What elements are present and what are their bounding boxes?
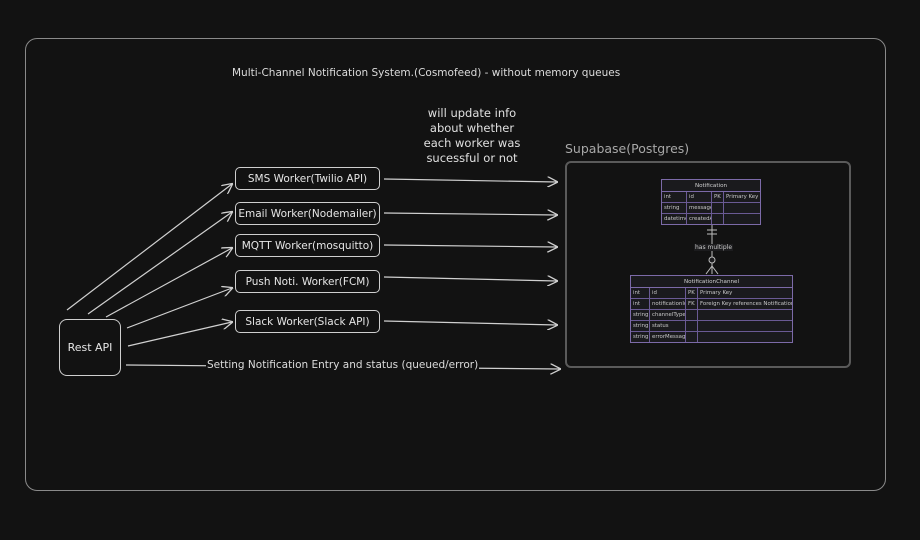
column-key	[686, 321, 698, 331]
rest-api-node: Rest API	[59, 319, 121, 376]
column-key: PK	[686, 288, 698, 298]
column-comment: Primary Key	[700, 290, 733, 296]
column-key	[712, 214, 724, 224]
column-key: PK	[712, 192, 724, 202]
edge-slack-to-db	[383, 321, 557, 325]
edge-rest-to-email	[87, 212, 232, 315]
column-type: string	[633, 321, 650, 331]
mqtt-worker-node: MQTT Worker(mosquitto)	[235, 234, 380, 257]
direct-edge-label: Setting Notification Entry and status (q…	[206, 359, 480, 371]
column-type: int	[662, 192, 687, 202]
column-key	[686, 332, 698, 342]
slack-worker-node: Slack Worker(Slack API)	[235, 310, 380, 333]
column-comment	[698, 310, 792, 320]
column-name: id	[687, 192, 712, 202]
column-comment	[724, 203, 760, 213]
column-key: FK	[686, 299, 698, 309]
column-comment: Foreign Key references Notification(id)	[700, 301, 792, 307]
edge-rest-to-mqtt	[105, 248, 232, 318]
column-comment	[724, 214, 760, 224]
column-type: int	[631, 288, 650, 298]
edge-push-to-db	[383, 277, 557, 281]
column-comment: Primary Key	[726, 194, 759, 200]
edge-rest-to-sms	[66, 184, 232, 311]
column-name: channelType	[652, 310, 686, 320]
column-comment	[698, 321, 792, 331]
table-row: datetimecreatedAt	[662, 214, 760, 224]
edge-mqtt-to-db	[383, 245, 557, 247]
diagram-frame	[25, 38, 886, 491]
column-type: int	[631, 299, 650, 309]
column-name: id	[650, 288, 686, 298]
table-title: Notification	[662, 180, 760, 192]
edge-rest-to-slack	[127, 322, 232, 347]
column-name: errorMessage	[652, 332, 686, 342]
column-name: message	[689, 203, 712, 213]
edge-sms-to-db	[383, 179, 557, 182]
column-type: string	[633, 310, 650, 320]
column-type: string	[633, 332, 650, 342]
column-name: status	[650, 321, 686, 331]
email-worker-node: Email Worker(Nodemailer)	[235, 202, 380, 225]
database-label: Supabase(Postgres)	[565, 141, 690, 156]
diagram-title: Multi-Channel Notification System.(Cosmo…	[232, 67, 621, 79]
table-title: NotificationChannel	[631, 276, 792, 288]
column-comment	[698, 332, 792, 342]
column-type: datetime	[664, 214, 687, 224]
edge-rest-to-push	[126, 288, 232, 329]
column-type: string	[662, 203, 687, 213]
column-key	[686, 310, 698, 320]
push-worker-node: Push Noti. Worker(FCM)	[235, 270, 380, 293]
column-name: createdAt	[687, 214, 712, 224]
column-name: notificationId	[652, 299, 686, 309]
sms-worker-node: SMS Worker(Twilio API)	[235, 167, 380, 190]
edge-email-to-db	[383, 213, 557, 215]
worker-status-note: will update info about whether each work…	[423, 106, 521, 165]
database-group	[565, 161, 851, 368]
relationship-label: has multiple	[694, 244, 734, 251]
column-key	[712, 203, 724, 213]
